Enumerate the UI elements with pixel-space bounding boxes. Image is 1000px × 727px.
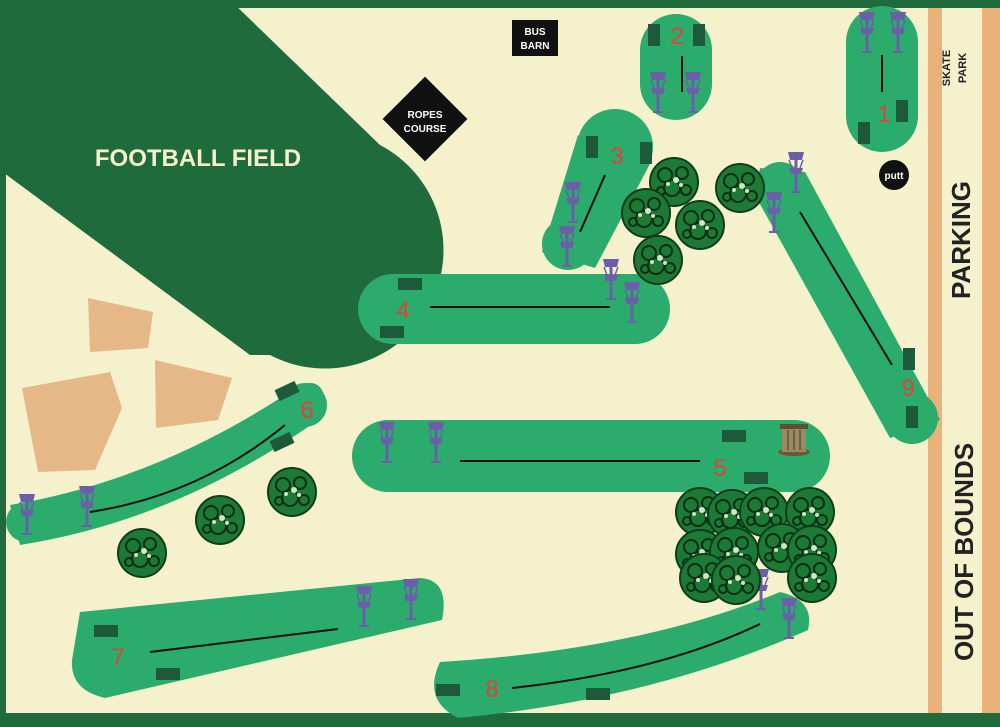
tee-pad (94, 625, 118, 637)
tee-pad (640, 142, 652, 164)
ropes-course (382, 76, 468, 162)
tee-pad (693, 24, 705, 46)
tee-pad (269, 431, 295, 453)
hole-5-fairway (352, 420, 830, 492)
tee-pad (858, 122, 870, 144)
bush-icon (621, 188, 671, 238)
hole-number: 1 (877, 101, 890, 128)
bush-icon (715, 163, 765, 213)
hole-number: 6 (300, 397, 313, 424)
sand-area (22, 372, 122, 472)
fairway-line (89, 424, 286, 513)
fairway-line (799, 211, 893, 366)
hole-number: 2 (670, 23, 683, 50)
fairway-line (511, 623, 761, 689)
skate-park-label: PARK (957, 53, 969, 83)
hole-number: 8 (485, 676, 498, 703)
hole-number: 5 (713, 455, 726, 482)
hole-4-fairway (358, 274, 670, 344)
trash-can-icon (778, 424, 810, 456)
tee-pad (896, 100, 908, 122)
putt-marker (879, 160, 909, 190)
fairway-line (149, 628, 339, 653)
tee-pad (648, 24, 660, 46)
hole-number: 3 (610, 143, 623, 170)
hole-number: 4 (396, 297, 409, 324)
ropes-course-label: COURSE (404, 124, 447, 135)
sand-area (88, 298, 153, 352)
tee-pad (380, 326, 404, 338)
parking-label: PARKING (946, 181, 976, 299)
hole-number: 7 (111, 644, 124, 671)
bush-icon (675, 200, 725, 250)
tee-pad (586, 136, 598, 158)
tee-pad (906, 406, 918, 428)
skate-park-label: SKATE (941, 50, 953, 86)
bus-barn-label: BARN (521, 41, 550, 52)
sand-area (155, 360, 232, 428)
out-of-bounds-label: OUT OF BOUNDS (949, 443, 979, 661)
bush-icon (267, 467, 317, 517)
bus-barn-label: BUS (524, 27, 545, 38)
tee-pad (744, 472, 768, 484)
putt-label: putt (885, 171, 905, 182)
tee-pad (398, 278, 422, 290)
hole-number: 9 (901, 375, 914, 402)
bush-icon (633, 235, 683, 285)
tee-pad (436, 684, 460, 696)
tee-pad (274, 380, 300, 402)
bus-barn (512, 20, 558, 56)
fairway-line (579, 174, 606, 233)
bush-icon (787, 553, 837, 603)
bush-icon (195, 495, 245, 545)
football-field-label: FOOTBALL FIELD (95, 145, 301, 172)
tee-pad (586, 688, 610, 700)
football-field (0, 0, 444, 369)
tee-pad (156, 668, 180, 680)
bush-icon (117, 528, 167, 578)
border-inner (942, 8, 982, 713)
ropes-course-label: ROPES (407, 110, 442, 121)
tee-pad (722, 430, 746, 442)
bush-icon (711, 555, 761, 605)
tee-pad (903, 348, 915, 370)
hole-9-fairway (755, 168, 940, 438)
